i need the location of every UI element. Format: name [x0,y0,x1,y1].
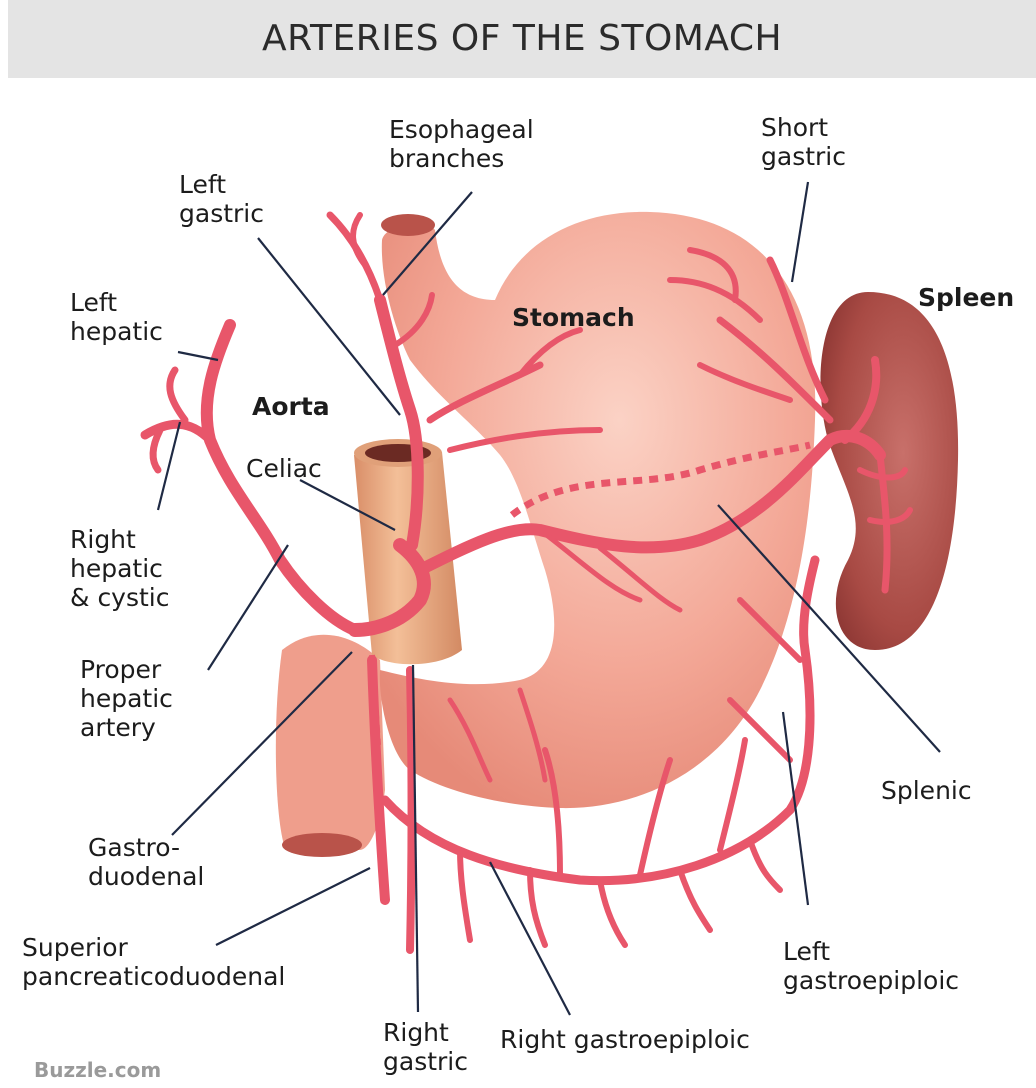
label-right-gastric: Right gastric [383,1018,468,1076]
label-esophageal-line2: branches [389,144,534,173]
label-right-hepatic-line3: & cystic [70,583,170,612]
label-proper-hepatic-line3: artery [80,713,173,742]
label-esophageal-line1: Esophageal [389,115,534,144]
label-proper-hepatic-line1: Proper [80,655,173,684]
label-right-hepatic-line1: Right [70,525,170,554]
label-right-hepatic-cystic: Right hepatic & cystic [70,525,170,612]
label-right-gastric-line1: Right [383,1018,468,1047]
label-short-gastric: Short gastric [761,113,846,171]
label-gastroduodenal-line2: duodenal [88,862,204,891]
spleen-shape [821,292,959,650]
label-left-gastroepiploic-line2: gastroepiploic [783,966,959,995]
label-right-hepatic-line2: hepatic [70,554,170,583]
label-celiac: Celiac [246,454,322,483]
label-left-hepatic: Left hepatic [70,288,163,346]
label-spleen: Spleen [918,283,1014,312]
watermark: Buzzle.com [34,1058,161,1082]
label-left-gastroepiploic-line1: Left [783,937,959,966]
duodenum-opening [282,833,362,857]
label-left-hepatic-line2: hepatic [70,317,163,346]
label-short-gastric-line1: Short [761,113,846,142]
label-stomach: Stomach [512,303,635,332]
label-gastroduodenal: Gastro- duodenal [88,833,204,891]
label-right-gastric-line2: gastric [383,1047,468,1076]
label-aorta: Aorta [252,392,330,421]
label-esophageal-branches: Esophageal branches [389,115,534,173]
label-short-gastric-line2: gastric [761,142,846,171]
label-left-gastric-line1: Left [179,170,264,199]
label-superior-line1: Superior [22,933,285,962]
label-left-gastroepiploic: Left gastroepiploic [783,937,959,995]
label-left-gastric-line2: gastric [179,199,264,228]
label-superior-pancreaticoduodenal: Superior pancreaticoduodenal [22,933,285,991]
label-left-gastric: Left gastric [179,170,264,228]
label-proper-hepatic-line2: hepatic [80,684,173,713]
label-superior-line2: pancreaticoduodenal [22,962,285,991]
label-right-gastroepiploic: Right gastroepiploic [500,1025,750,1054]
label-splenic: Splenic [881,776,972,805]
label-proper-hepatic-artery: Proper hepatic artery [80,655,173,742]
esophagus-opening [381,214,435,236]
label-left-hepatic-line1: Left [70,288,163,317]
label-gastroduodenal-line1: Gastro- [88,833,204,862]
